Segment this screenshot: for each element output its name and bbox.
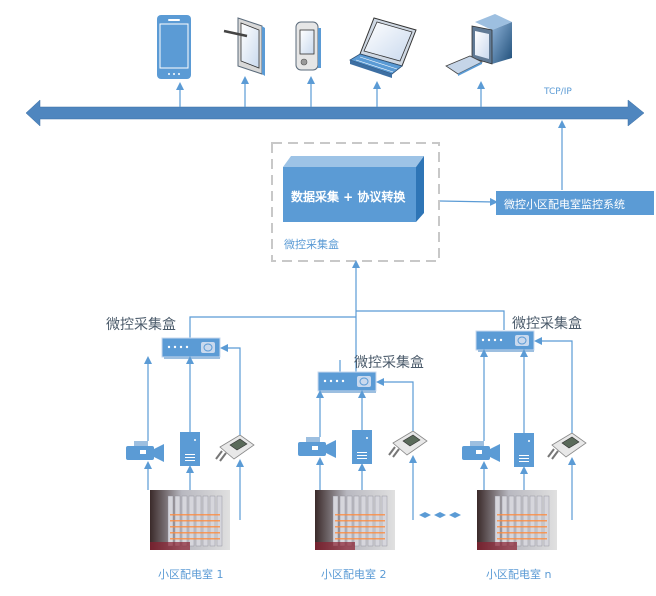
- substation-2: [298, 371, 428, 550]
- connector-sensor-to-collector: [220, 344, 241, 435]
- collector-label-1: 微控采集盒: [106, 317, 176, 333]
- pda-icon: [295, 21, 321, 71]
- collector-label-n: 微控采集盒: [512, 316, 582, 332]
- tablet-icon: [223, 17, 265, 76]
- temperature-humidity-sensor-icon: [547, 432, 587, 460]
- tcp-ip-label: TCP/IP: [544, 87, 572, 97]
- video-camera-icon: [462, 441, 500, 462]
- video-camera-icon: [298, 437, 336, 458]
- tcp-ip-bus: [25, 99, 645, 127]
- monitoring-system-box: [496, 191, 654, 215]
- switchgear-room-photo: [477, 490, 557, 550]
- collector-uplinks: [189, 260, 505, 380]
- temperature-humidity-sensor-icon: [215, 434, 255, 462]
- room-label-n: 小区配电室 n: [486, 568, 552, 581]
- switchgear-room-photo: [315, 490, 395, 550]
- substation-3: [462, 330, 587, 550]
- bus-arrow: [25, 99, 645, 127]
- gateway-core-label: 数据采集 + 协议转换: [291, 190, 406, 204]
- monitoring-system-label[interactable]: 微控小区配电室监控系统: [504, 198, 625, 211]
- temperature-humidity-sensor-icon: [388, 430, 428, 458]
- smartphone-icon: [157, 15, 191, 79]
- collector-box-icon: [161, 337, 221, 359]
- switchgear-room-photo: [150, 490, 230, 550]
- room-label-1: 小区配电室 1: [158, 568, 224, 581]
- desktop-computer-icon: [445, 14, 512, 76]
- laptop-icon: [349, 17, 417, 78]
- collector-box-icon: [475, 330, 535, 352]
- server-tower-icon: [352, 430, 372, 464]
- room-label-2: 小区配电室 2: [321, 568, 387, 581]
- substation-1: [126, 337, 255, 550]
- connector-sensor-to-collector: [376, 378, 414, 431]
- gateway-core-box: [283, 156, 424, 222]
- collector-label-2: 微控采集盒: [354, 355, 424, 371]
- collector-box-icon: [317, 371, 377, 393]
- connector-sensor-to-collector: [534, 337, 573, 433]
- video-camera-icon: [126, 441, 164, 462]
- connector-gateway-to-monitoring: [439, 197, 498, 206]
- client-connectors: [176, 76, 566, 190]
- server-tower-icon: [180, 432, 200, 466]
- gateway-container-label: 微控采集盒: [284, 238, 339, 251]
- server-tower-icon: [514, 433, 534, 467]
- ellipsis-connector: [419, 512, 461, 518]
